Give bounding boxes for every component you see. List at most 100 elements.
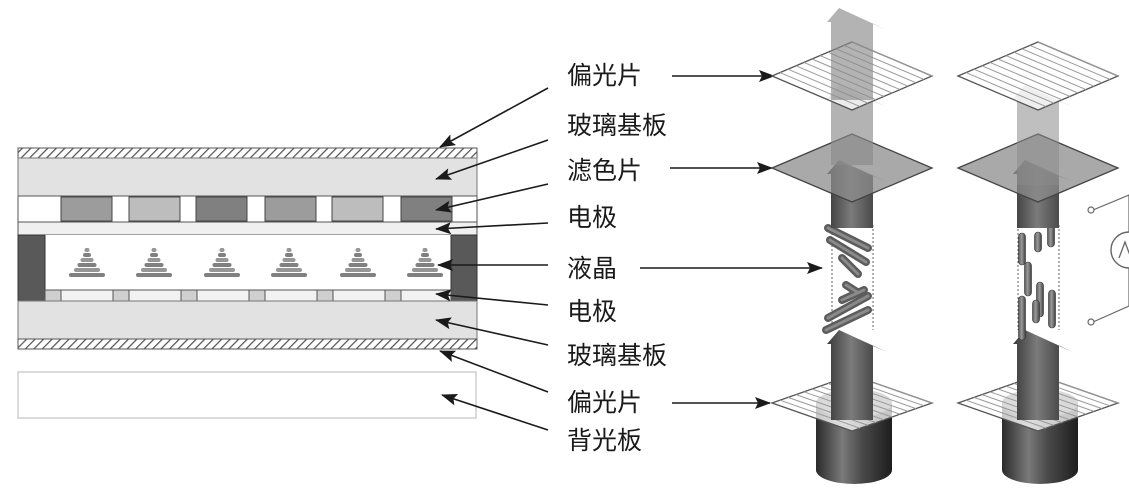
lc-bar — [212, 263, 232, 267]
lc-bar — [144, 263, 164, 267]
circuit-wire-bottom — [1092, 268, 1129, 323]
cross-section — [17, 147, 478, 419]
lc-bar — [147, 258, 161, 262]
lc-bar — [69, 273, 105, 277]
lc-bar — [422, 248, 428, 252]
lc-bar — [407, 273, 443, 277]
lc-bar — [204, 273, 240, 277]
lc-bar — [80, 258, 94, 262]
lc-bar — [345, 268, 371, 272]
electrode-pad — [44, 289, 62, 302]
glass-top-layer — [17, 157, 478, 197]
lc-bar — [74, 268, 100, 272]
lc-molecule-highlight — [840, 288, 866, 302]
polarizer-stripe — [989, 61, 1071, 97]
lc-bar — [84, 248, 90, 252]
lc-bar — [351, 258, 365, 262]
electrode-pad — [316, 289, 334, 302]
color-filter-cell — [128, 196, 181, 222]
polarizer-stripe — [973, 396, 1055, 426]
polarizer-stripe — [965, 72, 1047, 108]
polarizer-stripe — [779, 399, 861, 429]
electrode-pad — [112, 289, 130, 302]
lc-bar — [83, 253, 91, 257]
view-off-state — [770, 8, 934, 484]
lc-molecule-rod — [1024, 261, 1032, 297]
lc-bar — [418, 258, 432, 262]
color-filter-layer — [17, 195, 478, 223]
lc-bar — [77, 263, 97, 267]
ac-source-icon — [1110, 231, 1129, 269]
polarizer-stripe — [779, 72, 861, 108]
polarizer-stripe — [1013, 51, 1095, 87]
leader-backlight — [441, 394, 549, 431]
color-filter-cell — [400, 196, 453, 222]
lc-molecule-stack — [136, 248, 172, 277]
labels: 偏光片 玻璃基板 滤色片 电极 液晶 电极 玻璃基板 偏光片 背光板 — [567, 61, 667, 455]
lc-molecule-stack — [407, 248, 443, 277]
leader-electrode-bottom — [435, 289, 549, 306]
electrode-pad — [384, 289, 402, 302]
polarizer-stripe — [973, 68, 1055, 104]
electrode-pad — [180, 289, 198, 302]
leader-electrode-top — [435, 222, 549, 235]
color-filter-cell — [264, 196, 317, 222]
lc-bar — [340, 273, 376, 277]
lc-bar — [421, 253, 429, 257]
lc-molecule-highlight — [826, 294, 870, 320]
lc-molecule-highlight — [840, 256, 860, 276]
polarizer-stripe — [1029, 44, 1111, 80]
lc-bar — [150, 253, 158, 257]
lc-bar — [209, 268, 235, 272]
lc-bar — [276, 268, 302, 272]
lc-bar — [282, 258, 296, 262]
polarizer-stripe — [1037, 41, 1119, 77]
lc-bar — [354, 253, 362, 257]
leader-glass-bottom — [435, 317, 549, 346]
sealant-left — [17, 234, 46, 302]
leader-polarizer-top — [439, 87, 549, 148]
lc-molecule-highlight — [828, 238, 868, 264]
lc-bar — [279, 263, 299, 267]
label-color-filter: 滤色片 — [567, 156, 642, 185]
electrode-top-layer — [17, 221, 478, 236]
polarizer-top-plane — [956, 41, 1120, 111]
label-glass-top: 玻璃基板 — [567, 111, 667, 140]
lc-molecule-rod — [1048, 289, 1056, 329]
label-electrode-top: 电极 — [567, 203, 617, 232]
lc-molecule-stack — [340, 248, 376, 277]
leader-color-filter — [435, 183, 549, 213]
polarizer-stripe — [1021, 48, 1103, 84]
lc-bar — [218, 253, 226, 257]
lc-bar — [136, 273, 172, 277]
leader-glass-top — [435, 139, 549, 180]
lc-bar — [348, 263, 368, 267]
lc-molecule-highlight — [824, 308, 870, 332]
lc-molecule-rod — [1032, 299, 1040, 324]
lc-bar — [151, 248, 157, 252]
lc-bar — [286, 248, 292, 252]
electrode-bottom-layer — [44, 289, 452, 302]
electrode-pad — [248, 289, 266, 302]
color-filter-plane — [770, 133, 934, 203]
lc-molecule-rod — [1034, 231, 1042, 253]
lc-molecule-rod — [1018, 232, 1026, 266]
light-arrow-filtered — [1013, 85, 1073, 185]
polarizer-stripe — [1005, 55, 1087, 91]
label-backlight: 背光板 — [567, 426, 642, 455]
backlight-layer — [17, 371, 477, 419]
label-polarizer-top: 偏光片 — [567, 61, 642, 90]
lc-molecule-highlight — [844, 283, 859, 294]
glass-bottom-layer — [17, 300, 478, 340]
polarizer-stripe — [997, 58, 1079, 94]
leader-arrows-left — [435, 87, 549, 431]
lc-molecule-rod — [1018, 295, 1026, 341]
lc-molecule-stack — [271, 248, 307, 277]
terminal-bottom — [1087, 318, 1095, 326]
leader-arrows-right — [640, 70, 823, 409]
label-electrode-bottom: 电极 — [567, 297, 617, 326]
lc-molecule-stack — [204, 248, 240, 277]
voltage-source — [1087, 194, 1129, 326]
sealant-right — [450, 234, 478, 302]
label-liquid-crystal: 液晶 — [567, 254, 617, 283]
